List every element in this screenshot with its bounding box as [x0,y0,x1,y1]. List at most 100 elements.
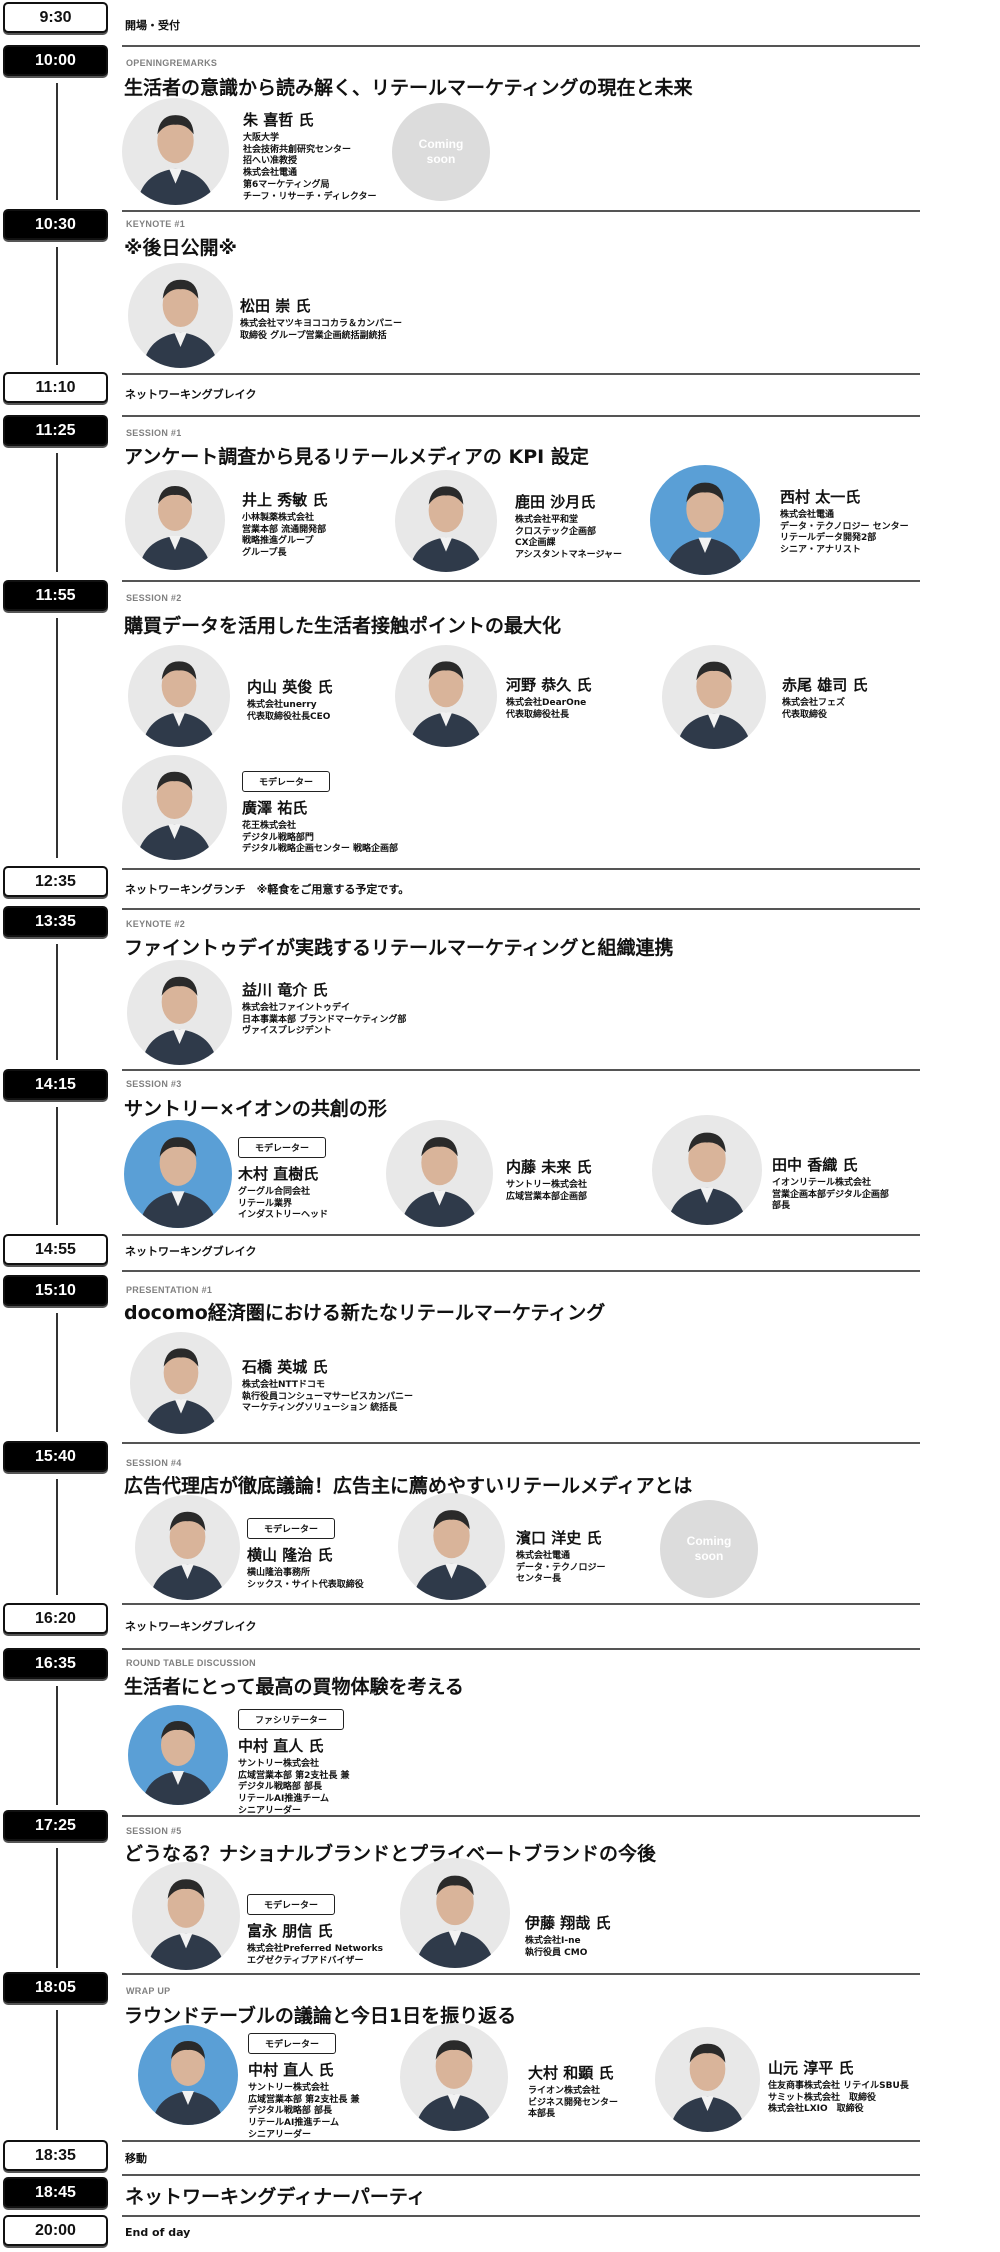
speaker-photo [652,1115,762,1225]
speaker-info: 大村 和顕 氏ライオン株式会社ビジネス開発センター本部長 [528,2063,618,2121]
person-photo-icon [128,645,230,747]
session-title: アンケート調査から見るリテールメディアの KPI 設定 [124,446,589,468]
speaker-affiliation: 営業企画本部デジタル企画部 [772,1189,889,1200]
speaker-affiliation: リテール業界 [238,1198,293,1209]
timeline-connector [56,453,58,572]
section-divider [122,1442,920,1444]
section-divider [122,1973,920,1975]
speaker-role-tag: ファシリテーター [238,1709,345,1730]
speaker-affiliation: 株式会社Preferred Networks [247,1944,383,1954]
speaker-name: 鹿田 沙月氏 [515,493,596,511]
session-category: SESSION #4 [126,1458,182,1468]
speaker-photo [128,645,230,747]
speaker-affiliation: 株式会社I-ne [525,1936,581,1946]
speaker-name: 富永 朋信 氏 [247,1922,333,1940]
person-photo-icon [400,1858,510,1968]
time-badge: 20:00 [3,2215,108,2246]
speaker-name: 松田 崇 氏 [240,297,311,315]
timeline-connector [56,944,58,1060]
section-divider [122,2174,920,2176]
time-badge: 14:15 [3,1069,108,1100]
session-category: SESSION #1 [126,428,182,438]
speaker-affiliation: 第6マーケティング局 [243,179,330,190]
speaker-affiliation: サントリー株式会社 [238,1759,320,1769]
speaker-affiliation: 執行役員 CMO [525,1947,588,1958]
speaker-affiliation: 部長 [772,1201,791,1212]
speaker-photo [128,1705,228,1805]
speaker-name: 井上 秀敏 氏 [242,491,328,509]
person-photo-icon [652,1115,762,1225]
speaker-affiliation: インダストリーヘッド [238,1210,329,1221]
speaker-affiliation: クロステック企画部 [515,526,597,537]
speaker-affiliation: サミット株式会社 取締役 [768,2092,877,2103]
person-photo-icon [398,1493,505,1600]
speaker-affiliation: リテールデータ開発2部 [780,533,877,544]
speaker-affiliation: CX企画課 [515,538,556,549]
person-photo-icon [400,2023,508,2131]
speaker-info: モデレーター木村 直樹氏グーグル合同会社リテール業界インダストリーヘッド [238,1136,328,1222]
speaker-name: 益川 竜介 氏 [242,981,328,999]
speaker-info: 田中 香織 氏イオンリテール株式会社営業企画本部デジタル企画部部長 [772,1155,889,1213]
person-photo-icon [662,645,766,749]
speaker-affiliation: 社会技術共創研究センター [243,144,352,155]
speaker-photo [650,465,760,575]
speaker-affiliation: センター長 [516,1574,562,1585]
speaker-affiliation: マーケティングソリューション 統括長 [242,1403,398,1414]
person-photo-icon [127,960,232,1065]
person-photo-icon [655,2027,760,2132]
time-badge: 11:25 [3,415,108,446]
speaker-photo [132,1862,240,1970]
speaker-affiliation: ヴァイスプレジデント [242,1026,332,1037]
agenda-item-text: End of day [125,2226,191,2239]
speaker-affiliation: 代表取締役社長CEO [247,711,331,722]
section-divider [122,2140,920,2142]
time-badge: 14:55 [3,1234,108,1265]
speaker-affiliation: シニアリーダー [248,2129,312,2140]
section-divider [122,1648,920,1650]
speaker-photo [135,1495,240,1600]
speaker-affiliation: ビジネス開発センター [528,2097,619,2108]
speaker-name: 内藤 未来 氏 [506,1158,592,1176]
speaker-info: モデレーター廣澤 祐氏花王株式会社デジタル戦略部門デジタル戦略企画センター 戦略… [242,770,398,856]
speaker-photo [122,98,229,205]
person-photo-icon [128,263,233,368]
speaker-photo [124,1120,232,1228]
session-title: 広告代理店が徹底議論！広告主に薦めやすいリテールメディアとは [124,1475,693,1497]
speaker-name: 朱 喜哲 氏 [243,111,314,129]
speaker-affiliation: デジタル戦略部門 [242,832,314,843]
agenda-item-text: ネットワーキングランチ ※軽食をご用意する予定です。 [125,883,410,896]
speaker-name: 濱口 洋史 氏 [516,1529,602,1547]
speaker-affiliation: イオンリテール株式会社 [772,1178,872,1188]
session-title: ラウンドテーブルの議論と今日1日を振り返る [124,2005,517,2027]
speaker-name: 木村 直樹氏 [238,1165,319,1183]
speaker-info: 濱口 洋史 氏株式会社電通データ・テクノロジーセンター長 [516,1528,605,1586]
person-photo-icon [130,1332,232,1434]
speaker-affiliation: グループ長 [242,548,287,559]
speaker-role-tag: モデレーター [247,1518,336,1539]
time-badge: 13:35 [3,906,108,937]
time-badge: 16:20 [3,1603,108,1634]
session-title: サントリー×イオンの共創の形 [124,1098,387,1120]
speaker-affiliation: リテールAI推進チーム [248,2118,340,2129]
section-divider [122,1270,920,1272]
timeline-connector [56,1686,58,1805]
agenda-item-text: ネットワーキングディナーパーティ [125,2186,426,2208]
speaker-affiliation: サントリー株式会社 [506,1180,588,1190]
time-badge: 16:35 [3,1648,108,1679]
speaker-photo [398,1493,505,1600]
person-photo-icon [395,470,497,572]
time-badge: 11:10 [3,372,108,403]
time-badge: 17:25 [3,1810,108,1841]
section-divider [122,373,920,375]
speaker-photo [400,1858,510,1968]
speaker-name: 横山 隆治 氏 [247,1546,333,1564]
speaker-affiliation: 代表取締役 [782,709,828,720]
speaker-affiliation: シックス・サイト代表取締役 [247,1579,364,1590]
speaker-role-tag: モデレーター [247,1894,336,1915]
speaker-photo [128,263,233,368]
speaker-affiliation: 本部長 [528,2109,556,2120]
speaker-name: 伊藤 翔哉 氏 [525,1914,611,1932]
speaker-affiliation: 株式会社電通 [780,510,835,520]
speaker-photo [127,960,232,1065]
